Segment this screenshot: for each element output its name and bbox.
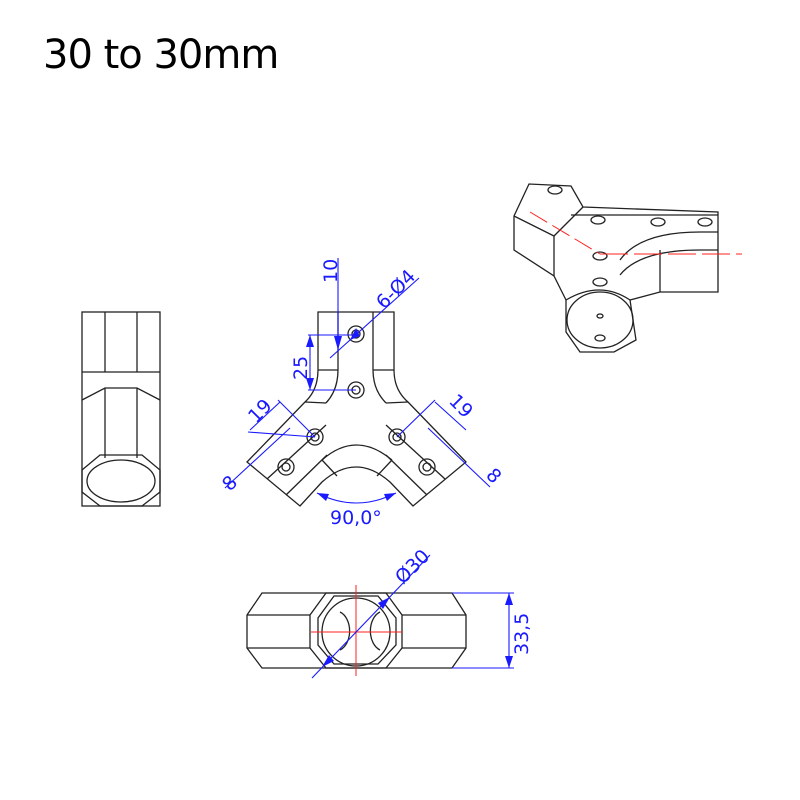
bottom-view: Ø30 33,5 (246, 545, 533, 679)
page-title: 30 to 30mm (43, 32, 279, 78)
dim-arm-width-left: 19 (244, 395, 277, 428)
dim-edge-right: 8 (481, 464, 505, 488)
iso-holes (547, 185, 713, 342)
dim-angle: 90,0° (330, 507, 382, 529)
dim-height: 33,5 (511, 613, 533, 655)
isometric-view (513, 183, 742, 353)
dim-hole-spacing: 25 (290, 356, 312, 380)
side-view (81, 311, 161, 507)
dim-arm-width-right: 19 (444, 390, 477, 423)
dim-top-offset: 10 (320, 259, 342, 283)
front-view: 10 6-Ø4 25 19 19 8 8 90,0° (218, 258, 506, 529)
dim-holes: 6-Ø4 (372, 265, 420, 313)
mounting-holes (277, 325, 436, 476)
dim-bore-diameter: Ø30 (391, 545, 434, 588)
